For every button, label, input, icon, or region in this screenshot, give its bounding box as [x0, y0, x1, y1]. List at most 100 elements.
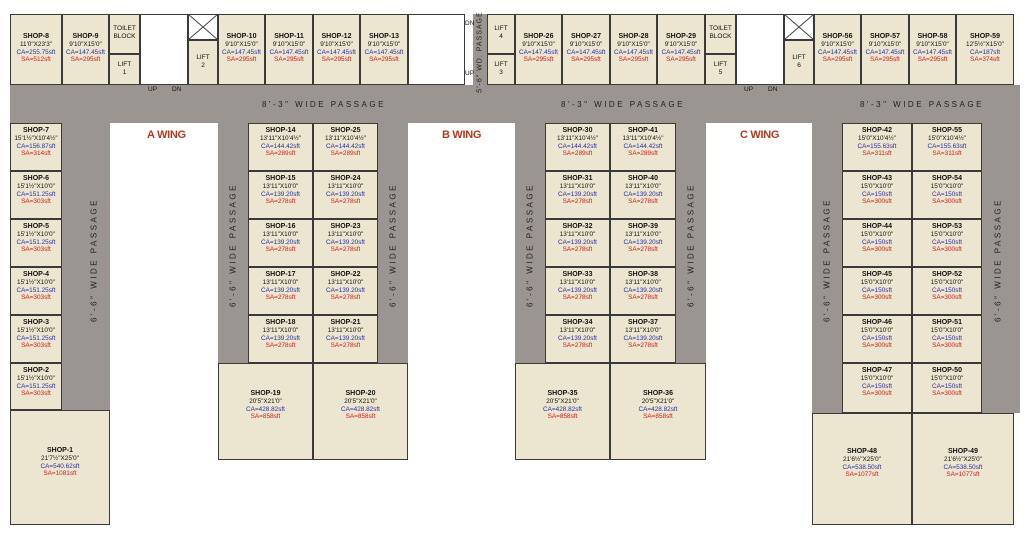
c-wing-passage-right	[982, 123, 1020, 413]
lift-shaft-a	[188, 14, 218, 40]
wing-label-b: B WING	[442, 129, 482, 141]
vpassage-label-6: 6'-6" WIDE PASSAGE	[822, 198, 832, 322]
b-wing-passage-right	[676, 123, 706, 363]
vpassage-label-4: 6'-6" WIDE PASSAGE	[525, 183, 535, 307]
vpassage-label-7: 6'-6" WIDE PASSAGE	[993, 198, 1003, 322]
staircase-b	[408, 14, 465, 85]
vpassage-label-1: 6'-6" WIDE PASSAGE	[89, 198, 99, 322]
b-wing-passage-left	[515, 123, 545, 363]
vpassage-label-5: 6'-6" WIDE PASSAGE	[686, 183, 696, 307]
passage-label-a: 8'-3" WIDE PASSAGE	[262, 100, 386, 109]
vpassage-label-3: 6'-6" WIDE PASSAGE	[388, 183, 398, 307]
a-wing-mid-passage-left	[218, 123, 248, 363]
stair-down-c: DN	[768, 86, 778, 93]
stair-down-b: DN	[465, 20, 475, 27]
a-wing-mid-passage-right	[378, 123, 408, 363]
b-vertical-passage	[473, 14, 487, 85]
a-wing-left-passage	[62, 85, 110, 410]
stair-up-c: UP	[744, 86, 754, 93]
passage-label-c: 8'-3" WIDE PASSAGE	[860, 100, 984, 109]
stair-up-a: UP	[148, 86, 158, 93]
wing-label-a: A WING	[147, 129, 186, 141]
staircase-c	[736, 14, 784, 85]
stair-down-a: DN	[172, 86, 182, 93]
c-wing-passage-left	[812, 123, 842, 413]
wing-label-c: C WING	[740, 129, 780, 141]
passage-label-b: 8'-3" WIDE PASSAGE	[561, 100, 685, 109]
stair-up-b: UP	[465, 70, 475, 77]
b-vpassage-label: 5'-6" WD. PASSAGE	[476, 11, 484, 93]
main-horizontal-passage	[10, 85, 1020, 123]
staircase-a	[140, 14, 188, 85]
